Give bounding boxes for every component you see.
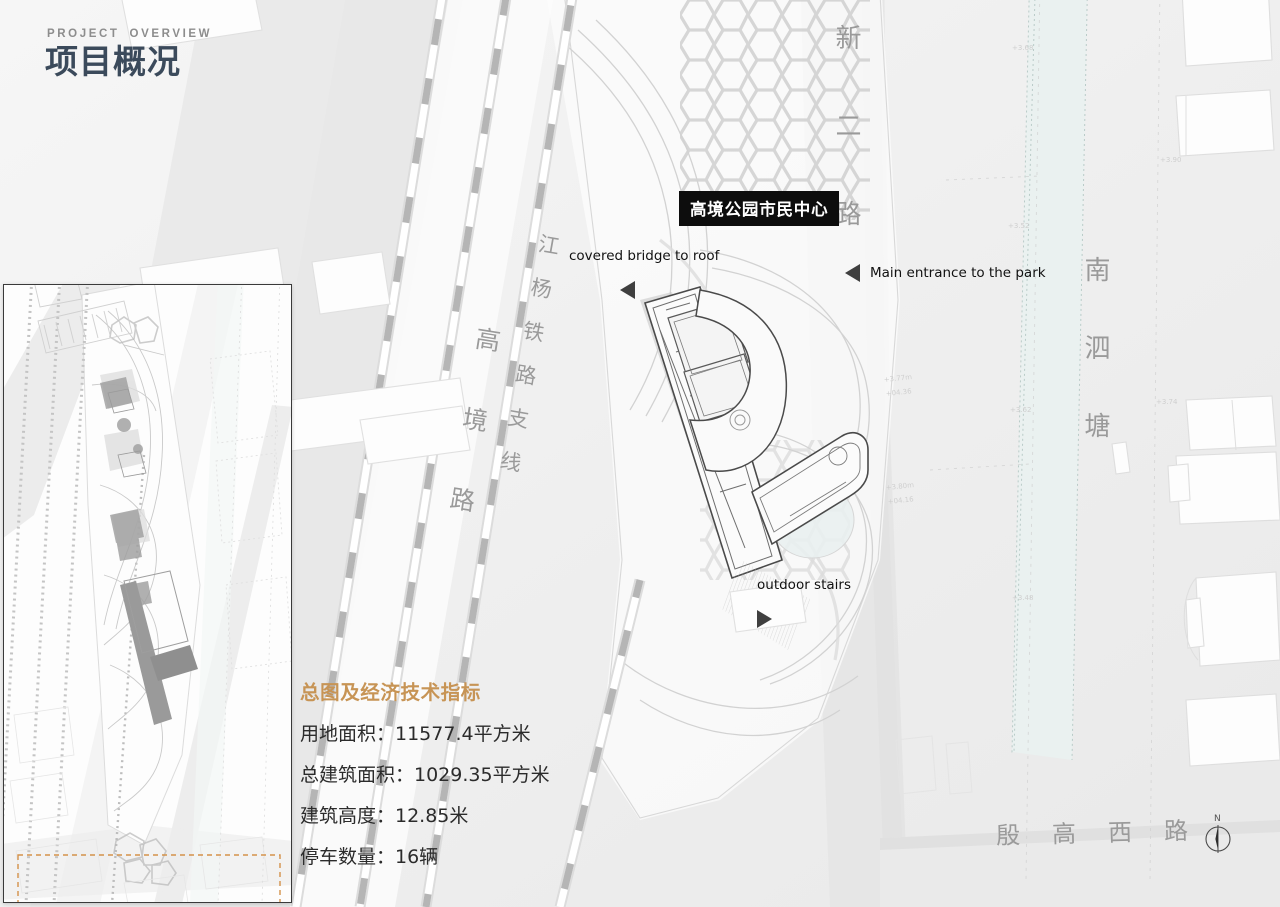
eyebrow-text: PROJECT OVERVIEW [47,28,212,40]
svg-text:+3.74: +3.74 [1156,398,1178,406]
svg-text:+3.48: +3.48 [1012,594,1033,602]
annotation-outdoor-stairs-text: outdoor stairs [757,577,851,593]
eyebrow-word-overview: OVERVIEW [129,28,213,40]
svg-text:+04.36: +04.36 [885,387,912,398]
eyebrow-word-project: PROJECT [47,28,120,40]
building-name-label: 高境公园市民中心 [679,191,840,226]
metric-row-site-area: 用地面积：11577.4平方米 [300,723,531,745]
outdoor-stairs-marker-icon [757,610,772,628]
annotation-main-entrance-text: Main entrance to the park [870,265,1046,281]
water-label-nansitang-text: 南泗塘 [1080,256,1110,490]
compass-north-label: N [1214,814,1221,824]
inset-location-map[interactable] [3,284,292,903]
annotation-main-entrance: Main entrance to the park [870,265,1046,281]
svg-text:+3.90: +3.90 [1160,156,1181,164]
annotation-covered-bridge: covered bridge to roof [569,248,719,264]
inset-map-drawing [4,285,291,902]
metric-row-building-height: 建筑高度：12.85米 [300,805,469,827]
main-entrance-marker-icon [845,264,860,282]
page-title: 项目概况 [45,42,181,81]
metrics-heading: 总图及经济技术指标 [300,681,481,704]
covered-bridge-marker-icon [620,281,635,299]
svg-text:+3.62: +3.62 [1010,406,1031,414]
metric-row-parking-count: 停车数量：16辆 [300,846,439,868]
annotation-covered-bridge-text: covered bridge to roof [569,248,720,264]
compass-icon [1205,825,1231,853]
annotation-outdoor-stairs: outdoor stairs [757,577,851,593]
water-label-nansitang: 南泗塘 [1077,256,1114,490]
street-label-xiner-lu-text: 新二路 [831,24,861,288]
street-label-xiner-lu: 新二路 [828,24,865,288]
street-label-yingao-xilu: 殷高西路 [995,816,1221,850]
svg-text:+3.80m: +3.80m [885,481,914,492]
metric-row-floor-area: 总建筑面积：1029.35平方米 [300,764,550,786]
title-block: PROJECT OVERVIEW 项目概况 [45,28,212,82]
svg-text:+3.52: +3.52 [1008,222,1029,230]
svg-text:+3.77m: +3.77m [883,373,912,384]
metrics-panel: 总图及经济技术指标 用地面积：11577.4平方米 总建筑面积：1029.35平… [300,676,550,869]
north-arrow-compass: N [1203,814,1233,859]
svg-text:+04.16: +04.16 [887,495,914,506]
svg-text:+3.68: +3.68 [1012,44,1033,52]
